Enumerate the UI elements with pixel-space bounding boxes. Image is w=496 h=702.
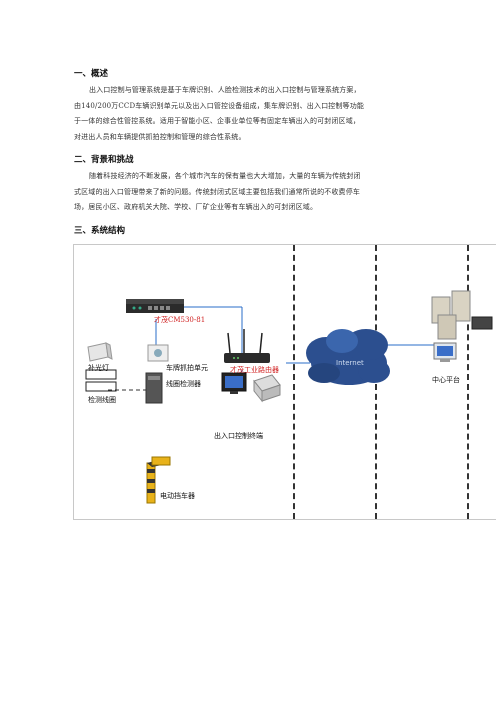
section-paragraph-background: 随着科技经济的不断发展，各个城市汽车的保有量也大大增加，大量的车辆为传统封闭 式… <box>74 169 424 216</box>
detection-coil-icon <box>85 369 117 392</box>
nvr-label: 才茂CM530-81 <box>154 316 206 324</box>
fill-light-label: 补光灯 <box>88 364 109 372</box>
router-label: 才茂工业路由器 <box>230 366 279 374</box>
section-heading-overview: 一、概述 <box>74 69 109 79</box>
center-platform-icon <box>431 290 493 362</box>
paragraph-line: 随着科技经济的不断发展，各个城市汽车的保有量也大大增加，大量的车辆为传统封闭 <box>89 172 361 180</box>
paragraph-line: 场，居民小区、政府机关大院、学校、厂矿企业等有车辆出入的可封闭区域。 <box>74 203 318 211</box>
internet-cloud-icon <box>306 329 390 385</box>
fill-light-icon <box>87 342 113 362</box>
section-heading-background: 二、背景和挑战 <box>74 155 134 165</box>
industrial-router-icon <box>224 329 270 363</box>
paragraph-line: 出入口控制与管理系统是基于车牌识别、人脸检测技术的出入口控制与管理系统方案， <box>89 86 361 94</box>
loop-detector-icon <box>145 372 163 404</box>
center-platform-label: 中心平台 <box>432 376 460 384</box>
dashed-divider-1 <box>293 245 295 519</box>
barrier-gate-icon <box>146 456 171 504</box>
terminal-label: 出入口控制终端 <box>214 432 263 440</box>
gate-label: 电动挡车器 <box>160 492 195 500</box>
paragraph-line: 由140/200万CCD车辆识别单元以及出入口管控设备组成，集车牌识别、出入口控… <box>74 101 365 110</box>
paragraph-line: 式区域的出入口管理带来了新的问题。传统封闭式区域主要包括我们通常所说的不收费停车 <box>74 187 360 196</box>
section-heading-structure: 三、系统结构 <box>74 226 126 236</box>
diagram-drawing: Internet <box>85 290 493 504</box>
detect-coil-label: 检测线圈 <box>88 396 116 404</box>
control-terminal-icon <box>221 372 281 403</box>
system-structure-diagram: Internet 才茂CM530-81 才茂工业路由器 补光灯 车牌抓拍单元 线… <box>73 244 496 520</box>
capture-camera-icon <box>147 344 169 362</box>
dashed-divider-3 <box>467 245 469 519</box>
paragraph-line: 对进出人员和车辆提供抓拍控制和管理的综合性系统。 <box>74 132 246 141</box>
section-paragraph-overview: 出入口控制与管理系统是基于车牌识别、人脸检测技术的出入口控制与管理系统方案， 由… <box>74 83 424 145</box>
paragraph-line: 于一体的综合性管控系统。适用于智能小区、企事业单位等有固定车辆出入的可封闭区域， <box>74 117 360 125</box>
nvr-device-icon <box>126 299 184 313</box>
capture-unit-label: 车牌抓拍单元 <box>166 364 208 372</box>
cloud-label: Internet <box>336 359 364 367</box>
loop-detector-label: 线圈检测器 <box>166 380 201 388</box>
